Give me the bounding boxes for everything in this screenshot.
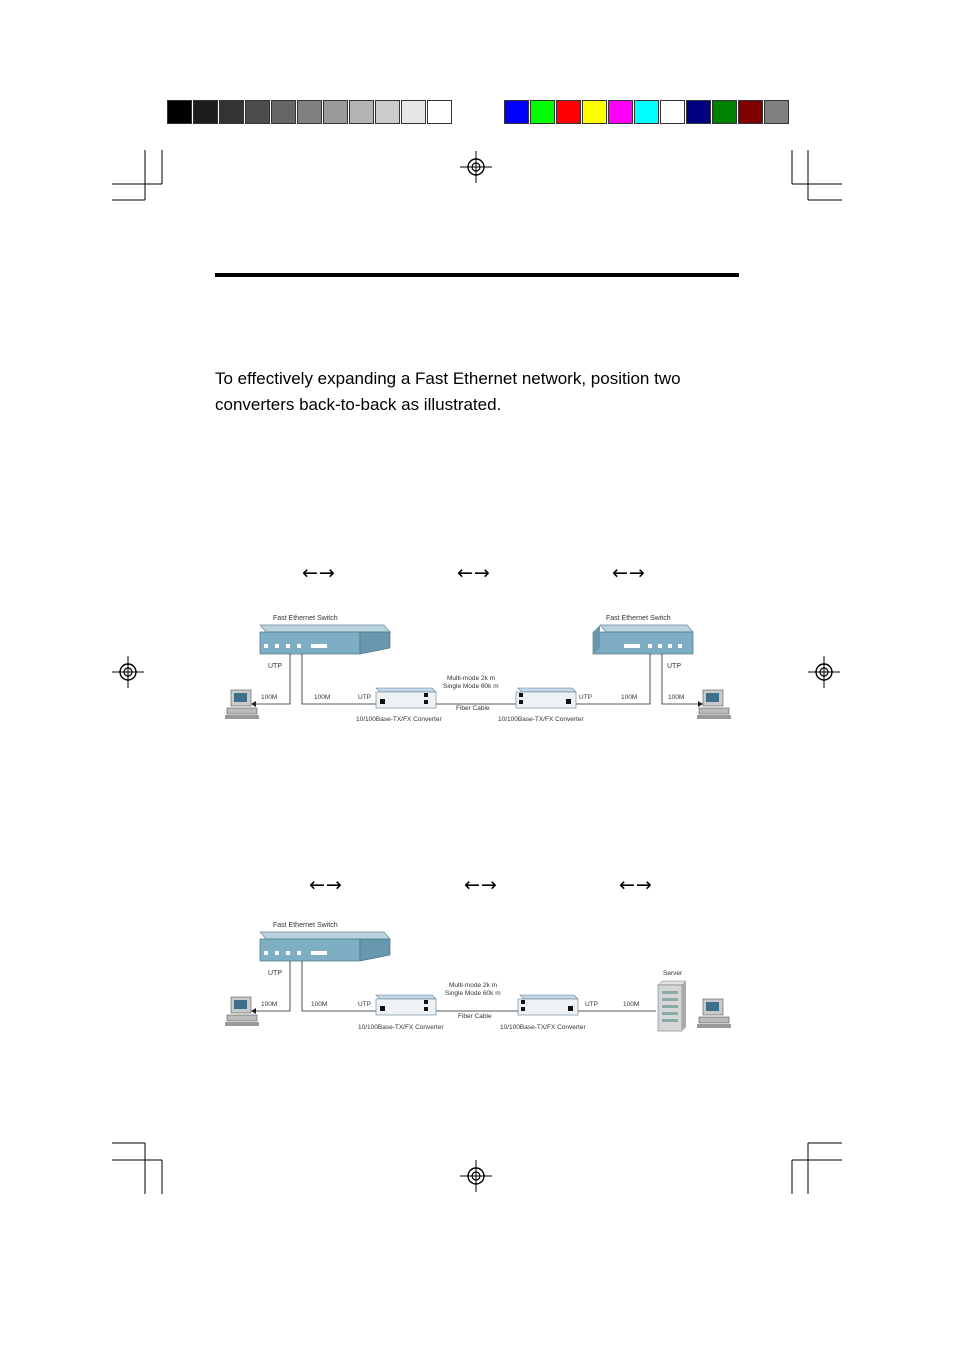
pc-left-speed: 100M bbox=[261, 1001, 277, 1008]
intro-paragraph: To effectively expanding a Fast Ethernet… bbox=[215, 369, 681, 414]
color-swatch bbox=[245, 100, 270, 124]
color-swatch bbox=[556, 100, 581, 124]
utp-left-label: UTP bbox=[268, 663, 282, 670]
fiber-mode-2: Single Mode 60k m bbox=[443, 683, 499, 690]
converter-right-icon bbox=[517, 994, 579, 1016]
switch-right-label: Fast Ethernet Switch bbox=[606, 615, 671, 622]
conv-right-utp: UTP bbox=[585, 1001, 598, 1008]
switch-label: Fast Ethernet Switch bbox=[273, 922, 338, 929]
bidirectional-arrow-icon: ←→ bbox=[302, 562, 336, 584]
color-swatch bbox=[297, 100, 322, 124]
utp-left-label: UTP bbox=[268, 970, 282, 977]
switch-right-icon bbox=[592, 624, 694, 655]
registration-mark-icon bbox=[808, 656, 840, 688]
pc-left-icon bbox=[225, 996, 259, 1026]
color-swatch bbox=[349, 100, 374, 124]
conv-left-utp: UTP bbox=[358, 694, 371, 701]
converter-right-icon bbox=[515, 687, 577, 709]
registration-mark-icon bbox=[112, 656, 144, 688]
registration-mark-icon bbox=[460, 151, 492, 183]
utp-right-label: UTP bbox=[667, 663, 681, 670]
switch-speed: 100M bbox=[311, 1001, 327, 1008]
color-swatch bbox=[271, 100, 296, 124]
color-swatch bbox=[323, 100, 348, 124]
color-swatch bbox=[660, 100, 685, 124]
converter-left-icon bbox=[375, 687, 437, 709]
converter-left-icon bbox=[375, 994, 437, 1016]
bidirectional-arrow-icon: ←→ bbox=[309, 874, 343, 896]
bidirectional-arrow-icon: ←→ bbox=[619, 874, 653, 896]
server-icon bbox=[657, 980, 687, 1032]
pc-left-icon bbox=[225, 689, 259, 719]
conv-left-label: 10/100Base-TX/FX Converter bbox=[356, 716, 442, 723]
switch-right-speed: 100M bbox=[621, 694, 637, 701]
fiber-mode-1: Multi-mode 2k m bbox=[447, 675, 495, 682]
color-swatch bbox=[167, 100, 192, 124]
conv-left-label: 10/100Base-TX/FX Converter bbox=[358, 1024, 444, 1031]
conv-right-label: 10/100Base-TX/FX Converter bbox=[498, 716, 584, 723]
color-swatch bbox=[608, 100, 633, 124]
pc-left-speed: 100M bbox=[261, 694, 277, 701]
bidirectional-arrow-icon: ←→ bbox=[464, 874, 498, 896]
server-label: Server bbox=[663, 970, 683, 977]
pc-right-icon bbox=[697, 998, 731, 1028]
color-swatch bbox=[530, 100, 555, 124]
color-swatch bbox=[193, 100, 218, 124]
bidirectional-arrow-icon: ←→ bbox=[457, 562, 491, 584]
switch-icon bbox=[259, 931, 391, 962]
color-swatch bbox=[582, 100, 607, 124]
switch-left-speed: 100M bbox=[314, 694, 330, 701]
fiber-cable-label: Fiber Cable bbox=[458, 1013, 492, 1020]
heading-rule bbox=[215, 273, 739, 277]
pc-right-speed: 100M bbox=[668, 694, 684, 701]
registration-mark-icon bbox=[460, 1160, 492, 1192]
pc-right-icon bbox=[697, 689, 731, 719]
color-swatch bbox=[712, 100, 737, 124]
conv-right-label: 10/100Base-TX/FX Converter bbox=[500, 1024, 586, 1031]
bidirectional-arrow-icon: ←→ bbox=[612, 562, 646, 584]
color-swatch bbox=[401, 100, 426, 124]
conv-left-utp: UTP bbox=[358, 1001, 371, 1008]
color-swatch bbox=[634, 100, 659, 124]
color-swatch bbox=[504, 100, 529, 124]
color-swatch bbox=[686, 100, 711, 124]
fiber-mode-1: Multi-mode 2k m bbox=[449, 982, 497, 989]
color-swatch bbox=[219, 100, 244, 124]
color-swatch bbox=[764, 100, 789, 124]
server-speed: 100M bbox=[623, 1001, 639, 1008]
switch-left-icon bbox=[259, 624, 391, 655]
color-swatch bbox=[738, 100, 763, 124]
color-swatch bbox=[427, 100, 452, 124]
switch-left-label: Fast Ethernet Switch bbox=[273, 615, 338, 622]
diagram-switch-to-server: Fast Ethernet Switch UTP bbox=[225, 922, 731, 1032]
fiber-cable-label: Fiber Cable bbox=[456, 705, 490, 712]
fiber-mode-2: Single Mode 60k m bbox=[445, 990, 501, 997]
diagram-switch-to-switch: Fast Ethernet Switch UTP Fast Ethernet S… bbox=[225, 615, 731, 723]
conv-right-utp: UTP bbox=[579, 694, 592, 701]
color-swatch bbox=[375, 100, 400, 124]
